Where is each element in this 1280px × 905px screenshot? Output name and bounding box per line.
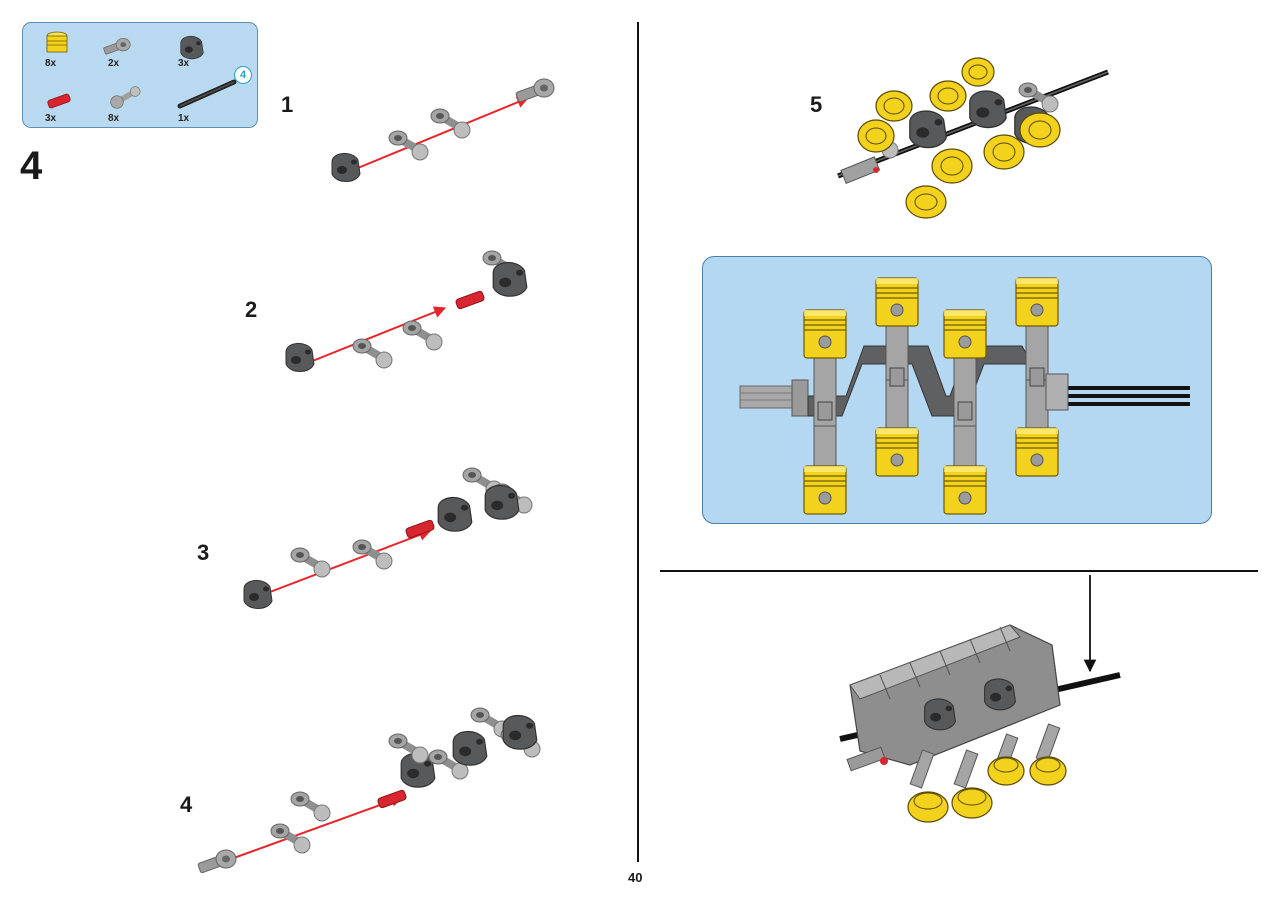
parts-icons (46, 31, 237, 109)
sub-step-1-illustration (331, 78, 555, 182)
part-qty-crank-axle: 2x (108, 58, 120, 69)
sub-step-2-label: 2 (245, 297, 258, 322)
step-5-label: 5 (810, 92, 823, 117)
engine-assembly-illustration (839, 575, 1121, 823)
page-number: 40 (628, 870, 643, 885)
sub-step-1-label: 1 (281, 92, 294, 117)
horizontal-divider (660, 570, 1258, 572)
sub-step-4-illustration (197, 707, 541, 874)
yellow-piston-icon (46, 31, 68, 53)
sub-step-4-label: 4 (180, 792, 193, 817)
piston-group-2 (875, 277, 919, 477)
sub-step-3-label: 3 (197, 540, 210, 565)
piston-group-3 (943, 309, 987, 515)
sub-assembly-badge: 4 (234, 66, 252, 84)
step-number: 4 (20, 144, 43, 188)
grey-connecting-rod-icon (110, 86, 141, 109)
piston-group-4 (1015, 277, 1059, 477)
part-qty-cam: 3x (178, 58, 190, 69)
crankshaft-side-view-illustration (739, 277, 1190, 515)
part-qty-black-axle: 1x (178, 113, 190, 124)
part-qty-yellow-piston: 8x (45, 58, 57, 69)
red-pin-icon (46, 93, 72, 109)
crankshaft-with-pistons-illustration (837, 57, 1109, 219)
grey-crank-axle-icon (102, 37, 131, 55)
part-qty-connecting-rod: 8x (108, 113, 120, 124)
vertical-divider (637, 22, 639, 862)
part-qty-red-pin: 3x (45, 113, 57, 124)
sub-step-3-illustration (243, 467, 533, 609)
black-axle-icon (177, 79, 237, 109)
piston-group-1 (803, 309, 847, 515)
sub-step-2-illustration (285, 250, 528, 372)
dark-grey-cam-icon (180, 35, 204, 60)
